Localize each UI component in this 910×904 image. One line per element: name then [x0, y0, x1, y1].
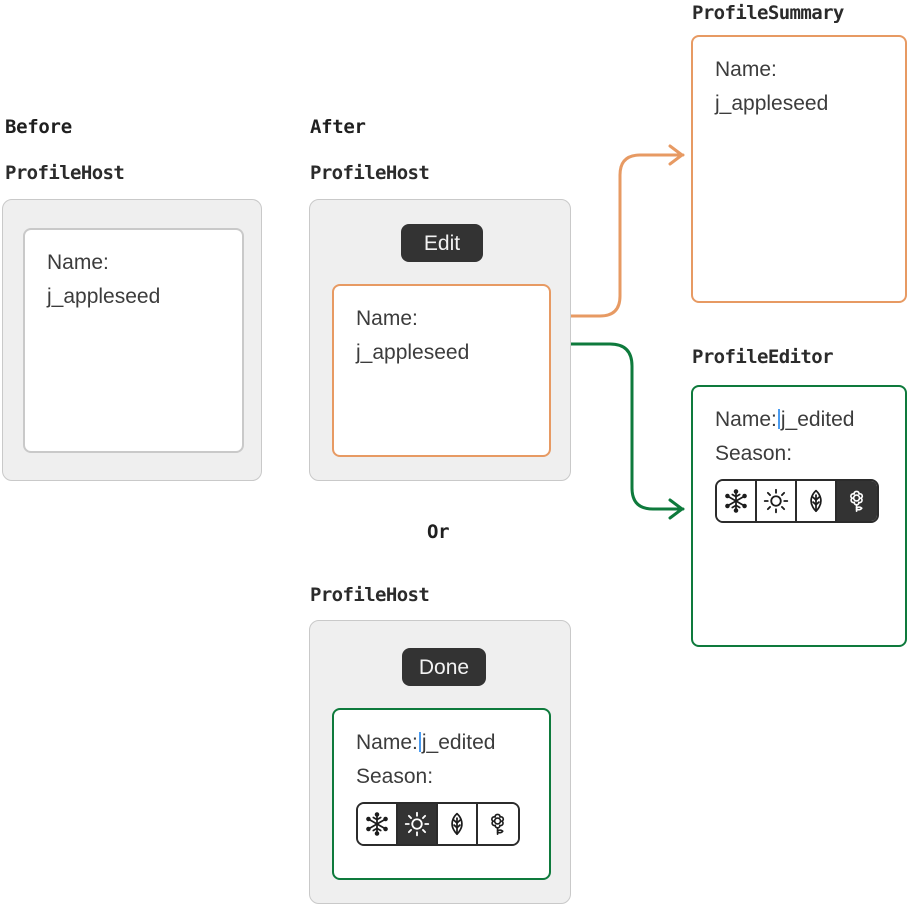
connector-orange-to-summary	[569, 153, 685, 318]
profile-host-before: Name: j_appleseed	[2, 199, 262, 481]
profile-host-done: Done Name:j_edited Season:	[309, 620, 571, 904]
season-picker-done[interactable]	[356, 802, 520, 847]
heading-or: Or	[427, 521, 450, 543]
edit-button[interactable]: Edit	[401, 224, 483, 262]
season-option-spring[interactable]	[837, 481, 877, 522]
text-caret-done	[418, 732, 421, 752]
connector-green-arrowhead	[668, 498, 684, 520]
label-profilehost-before: ProfileHost	[5, 162, 125, 184]
label-profilehost-after: ProfileHost	[310, 162, 430, 184]
profile-card-before: Name: j_appleseed	[23, 228, 244, 453]
season-option-autumn[interactable]	[438, 804, 478, 845]
name-value-before: j_appleseed	[47, 285, 161, 309]
season-option-winter[interactable]	[358, 804, 398, 845]
profile-editor-panel: Name:j_edited Season:	[691, 385, 907, 647]
season-option-spring[interactable]	[478, 804, 518, 845]
summary-name-label: Name:	[715, 58, 777, 81]
season-label-done: Season:	[356, 765, 434, 789]
label-profilesummary: ProfileSummary	[692, 2, 844, 24]
season-option-autumn[interactable]	[797, 481, 837, 522]
summary-name-value: j_appleseed	[715, 92, 829, 116]
heading-before: Before	[5, 116, 72, 138]
name-value-after: j_appleseed	[356, 341, 470, 365]
name-label-done: Name:	[356, 731, 418, 754]
label-profilehost-done: ProfileHost	[310, 584, 430, 606]
heading-after: After	[310, 116, 366, 138]
season-picker-editor[interactable]	[715, 479, 879, 524]
editor-name-value: j_edited	[780, 408, 855, 431]
name-value-done: j_edited	[421, 731, 496, 754]
editor-name-row: Name:j_edited	[715, 403, 905, 437]
editor-name-label: Name:	[715, 408, 777, 431]
name-label-before: Name:	[47, 251, 109, 274]
season-option-summer[interactable]	[398, 804, 438, 845]
season-option-summer[interactable]	[757, 481, 797, 522]
name-row-done: Name:j_edited	[356, 726, 549, 760]
label-profileeditor: ProfileEditor	[692, 346, 834, 368]
profile-card-after: Name: j_appleseed	[332, 284, 551, 457]
connector-orange-arrowhead	[668, 144, 684, 166]
season-option-winter[interactable]	[717, 481, 757, 522]
done-button[interactable]: Done	[402, 648, 486, 686]
profile-host-after: Edit Name: j_appleseed	[309, 199, 571, 481]
editor-season-label: Season:	[715, 442, 793, 466]
profile-summary-panel: Name: j_appleseed	[691, 35, 907, 303]
name-label-after: Name:	[356, 307, 418, 330]
profile-card-done: Name:j_edited Season:	[332, 708, 551, 880]
connector-green-to-editor	[569, 342, 685, 511]
text-caret-editor	[777, 409, 780, 429]
